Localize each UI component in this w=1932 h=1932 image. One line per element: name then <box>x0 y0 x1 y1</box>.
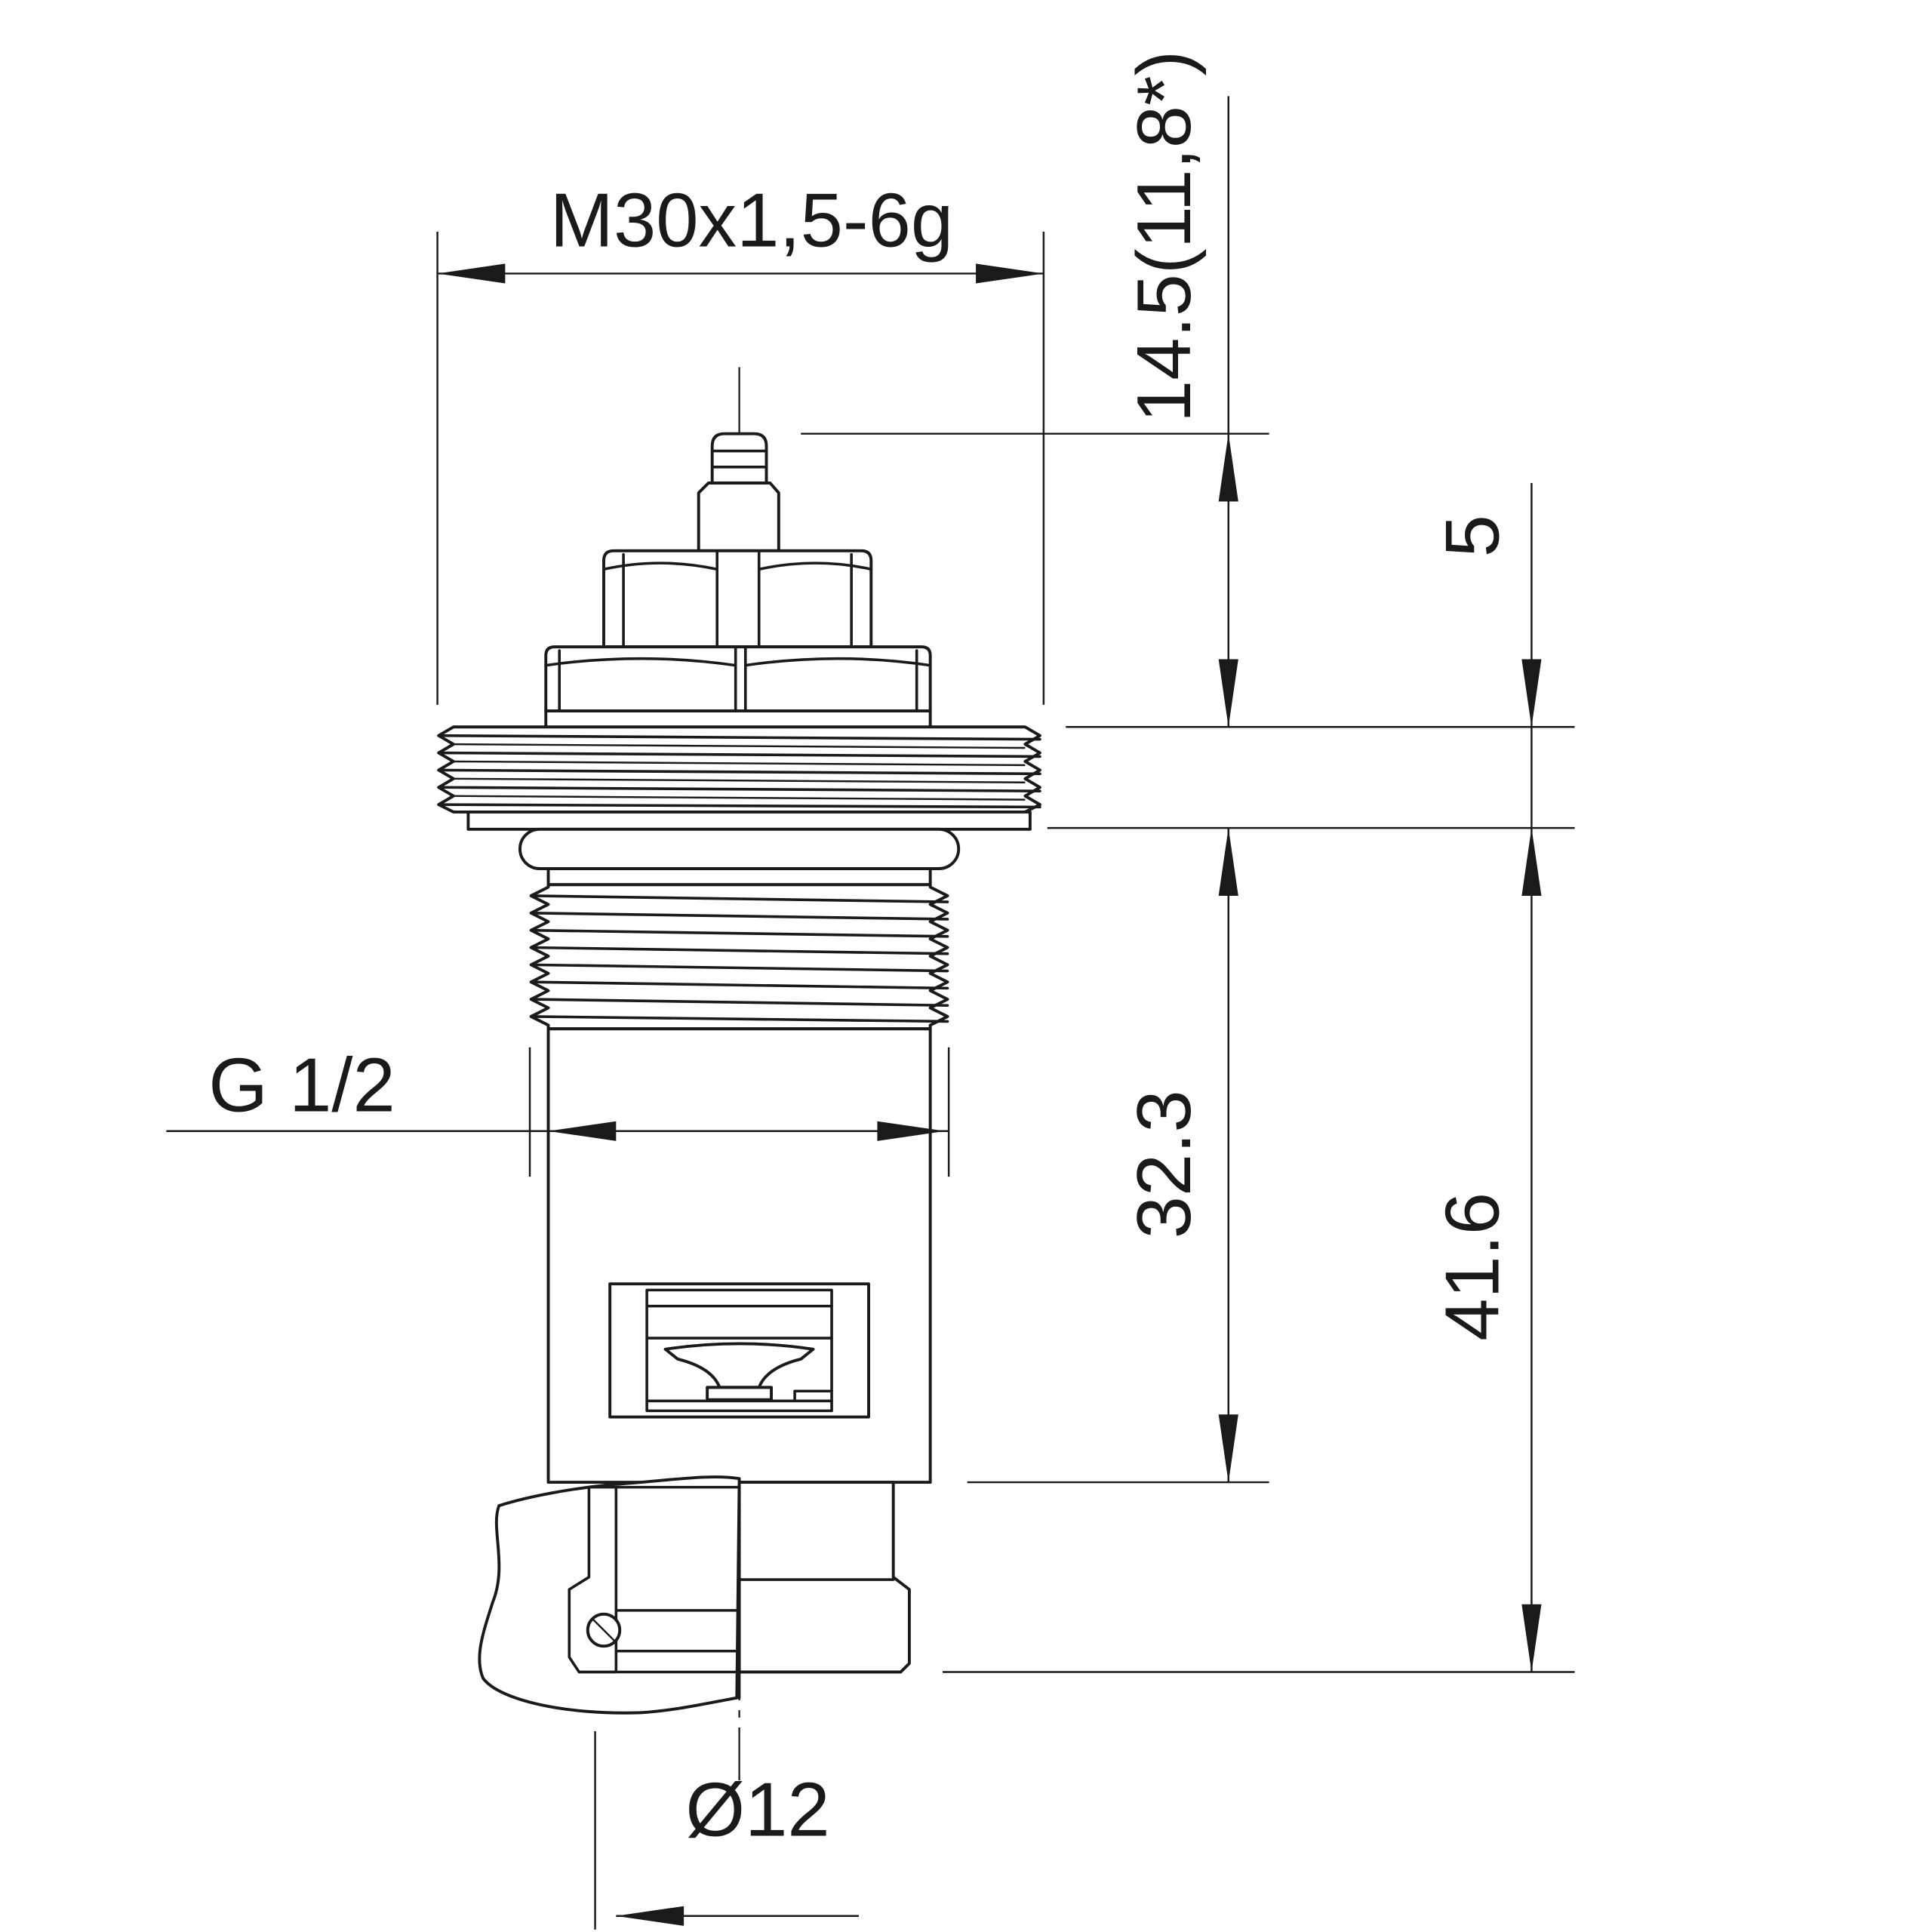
o-ring-section-line <box>592 1618 616 1642</box>
thread-crest-line <box>529 912 949 921</box>
valve-plug-stem <box>706 1386 773 1401</box>
connection-thread-outline <box>529 883 949 1031</box>
arrowhead <box>1218 433 1238 502</box>
thread-crest-line <box>529 963 949 973</box>
upper-hex-nut <box>602 549 873 649</box>
thread-crest-line <box>437 803 1041 809</box>
hex-chamfer-arc <box>743 657 932 667</box>
total-height-label: 41.6 <box>1429 1192 1515 1341</box>
arrowhead <box>976 263 1044 284</box>
flange-height-label: 5 <box>1429 515 1515 557</box>
thread-crest-line <box>529 998 949 1008</box>
thread-crest-line <box>529 946 949 955</box>
pin-height-label: 14.5(11,8*) <box>1121 51 1207 423</box>
bottom-spigot <box>737 1481 911 1674</box>
thread-crest-line <box>529 928 949 938</box>
arrowhead <box>616 1906 685 1926</box>
valve-plug <box>663 1342 815 1389</box>
o-ring-outline <box>518 827 961 870</box>
spigot-outline <box>737 1481 911 1674</box>
o-ring-band <box>518 827 961 887</box>
break-line <box>478 1475 741 1715</box>
connection-thread-label: G 1/2 <box>208 1043 395 1128</box>
arrowhead <box>1521 659 1542 728</box>
thread-crest-line <box>529 1015 949 1023</box>
arrowhead <box>548 1121 617 1141</box>
section-cutaway <box>478 1475 741 1715</box>
arrowhead <box>1218 659 1238 728</box>
thread-crest-line <box>529 894 949 903</box>
dimensions: M30x1,5-6g 14.5(11,8*) 32.3 5 41.6 G 1/2 <box>166 51 1575 1930</box>
connection-thread <box>529 883 949 1031</box>
arrowhead <box>877 1121 946 1141</box>
arrowhead <box>437 263 506 284</box>
thread-root-line <box>453 760 1026 767</box>
thread-root-line <box>453 795 1026 801</box>
window-step <box>793 1389 833 1403</box>
neck <box>546 867 932 887</box>
valve-window <box>608 1282 870 1419</box>
pin-tip <box>710 432 768 485</box>
thread-crest-line <box>437 786 1041 792</box>
arrowhead <box>1218 1414 1238 1483</box>
arrowhead <box>1521 1604 1542 1672</box>
thread-root-line <box>453 743 1026 749</box>
body-height-label: 32.3 <box>1121 1090 1207 1238</box>
hex-chamfer-arc <box>757 561 873 571</box>
hex-chamfer-arc <box>544 657 737 667</box>
spigot-diameter-label: Ø12 <box>685 1767 829 1853</box>
arrowhead <box>1218 828 1238 896</box>
lower-hex-nut <box>544 645 932 730</box>
pin-shaft <box>697 481 780 552</box>
top-thread-label: M30x1,5-6g <box>550 178 954 263</box>
upper-hex-outline <box>602 549 873 649</box>
thread-crest-line <box>437 734 1041 741</box>
thread-root-line <box>453 777 1026 783</box>
window-inner <box>645 1288 833 1413</box>
top-thread <box>437 725 1041 831</box>
thread-crest-line <box>529 980 949 990</box>
hex-chamfer-arc <box>602 561 719 571</box>
valve-insert <box>437 432 1041 1715</box>
hatched-wall <box>568 1485 618 1674</box>
thread-base-plate <box>466 810 1032 831</box>
valve-pin <box>697 432 780 552</box>
lower-hex-outline <box>544 645 932 713</box>
thread-crest-line <box>437 768 1041 776</box>
arrowhead <box>1521 828 1542 896</box>
thread-crest-line <box>437 751 1041 758</box>
